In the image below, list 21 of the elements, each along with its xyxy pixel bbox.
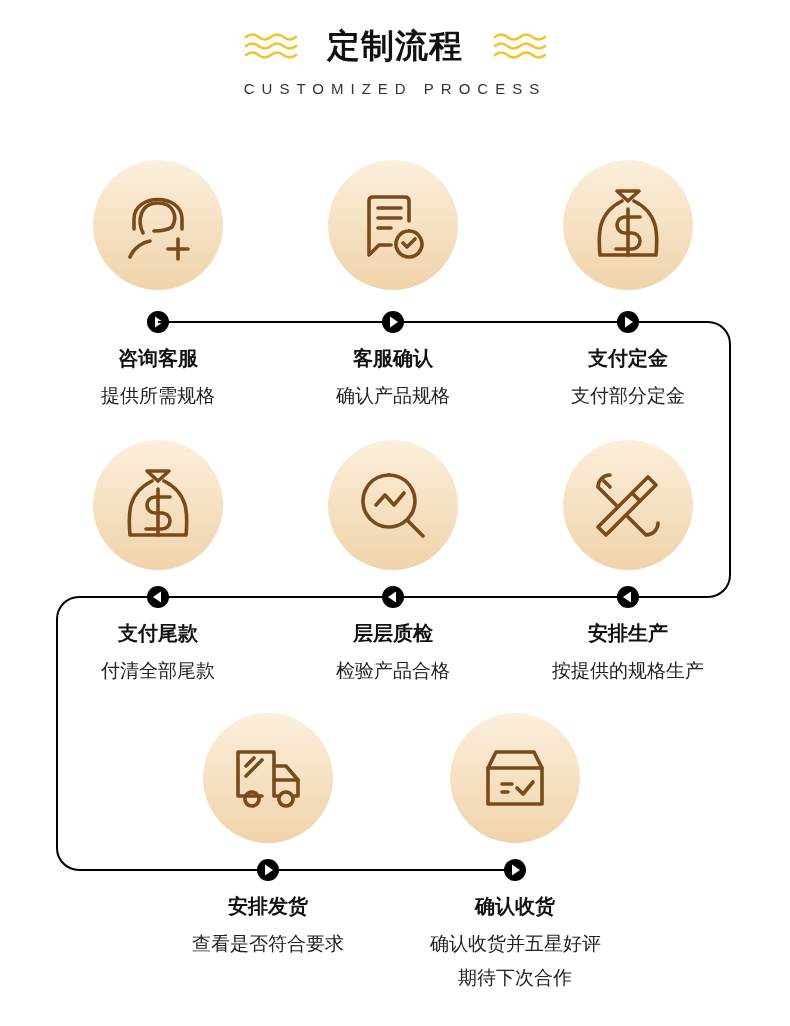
flow-arrow <box>56 596 273 876</box>
step-title: 客服确认 <box>353 345 433 372</box>
step-title: 支付尾款 <box>118 620 198 647</box>
step-description: 检验产品合格 <box>335 658 451 683</box>
flow-arrow <box>157 316 398 328</box>
step-title: 安排生产 <box>588 620 668 647</box>
step-description: 支付部分定金 <box>570 383 686 408</box>
flow-arrow <box>623 321 731 603</box>
step-description: 确认收货并五星好评期待下次合作 <box>428 931 602 990</box>
step-title: 确认收货 <box>475 893 555 920</box>
step-description: 按提供的规格生产 <box>551 658 705 683</box>
step-description: 付清全部尾款 <box>100 658 216 683</box>
step-description: 查看是否符合要求 <box>191 931 345 956</box>
step-description: 确认产品规格 <box>335 383 451 408</box>
step-title: 安排发货 <box>228 893 308 920</box>
subtitle: CUSTOMIZED PROCESS <box>243 80 547 97</box>
page-title: 定制流程 <box>327 26 463 65</box>
step-title: 层层质检 <box>353 620 433 647</box>
step-title: 咨询客服 <box>118 345 198 372</box>
step-title: 支付定金 <box>588 345 668 372</box>
step-description: 提供所需规格 <box>100 383 216 408</box>
